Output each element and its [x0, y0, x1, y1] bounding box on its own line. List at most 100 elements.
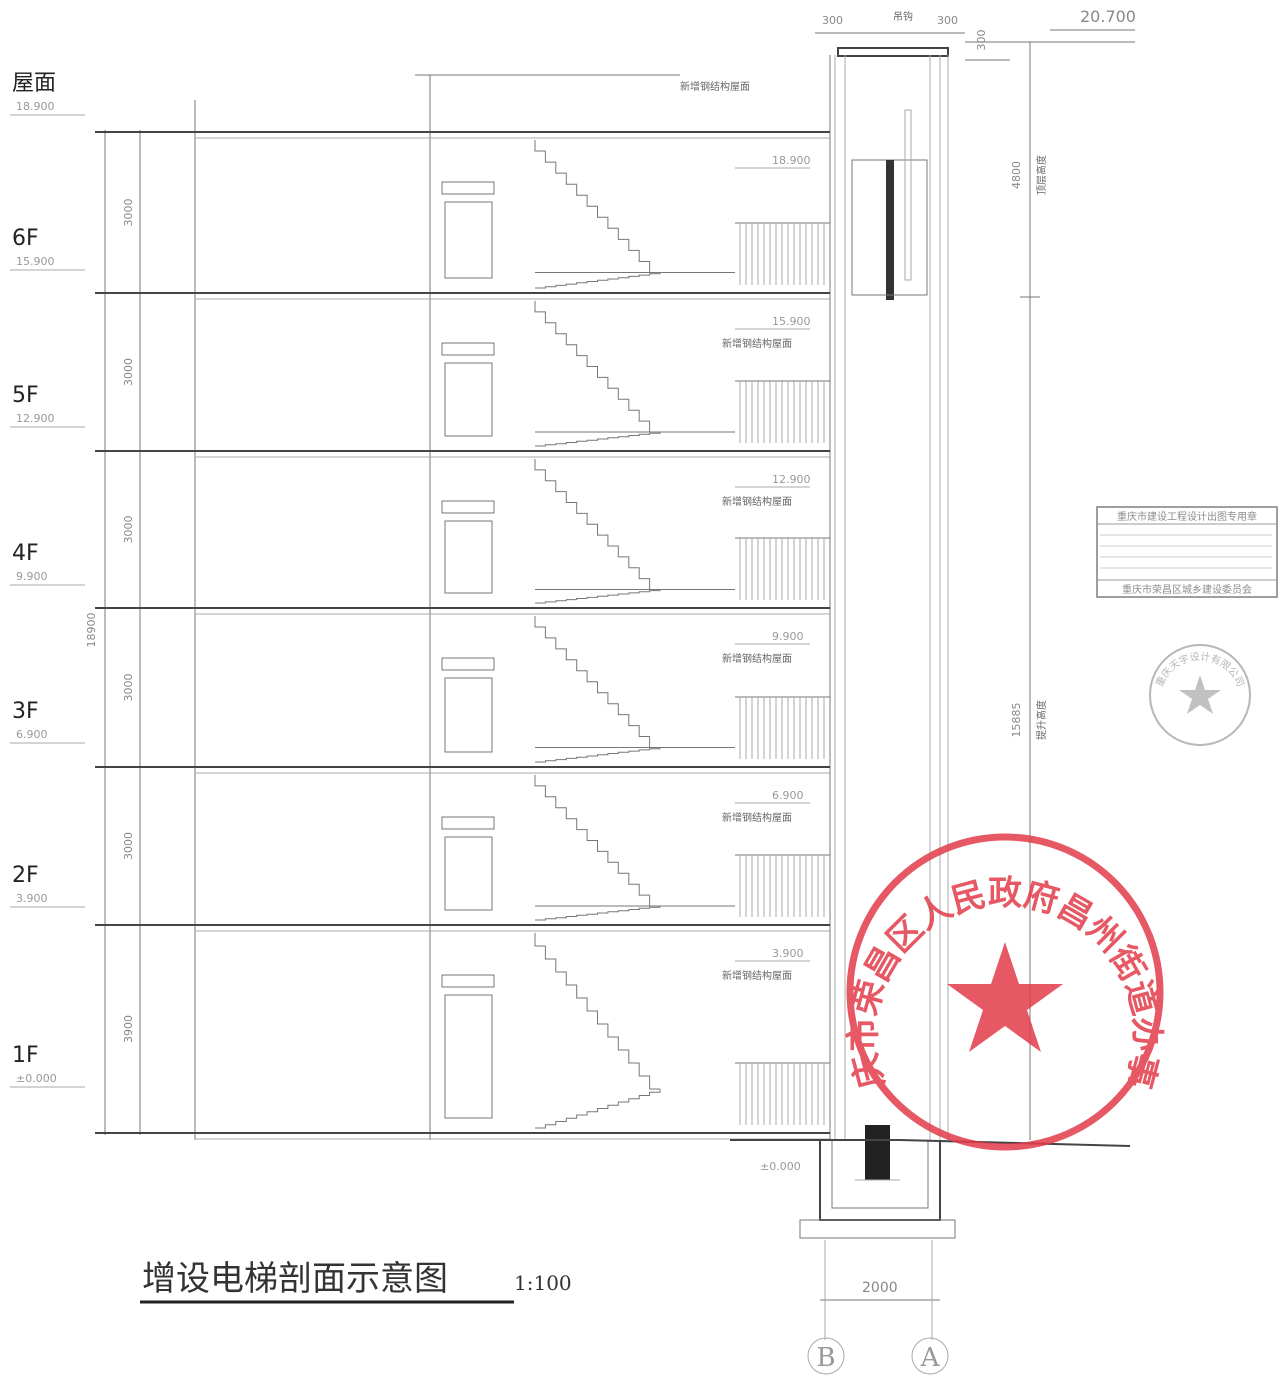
steel-roof-note: 新增钢结构屋面 [722, 337, 792, 350]
door [444, 677, 493, 753]
stair-flight [534, 301, 660, 433]
stamp-text: 重庆市荣昌区人民政府昌州街道办事处 [0, 0, 1166, 1092]
floor-labels: 屋面 18.900 6F 15.900 5F 12.900 4F 9.900 3F 6.900 2F… [10, 71, 85, 1088]
dimension-chain: 18900 3000 3000 3000 3000 3000 3900 [85, 130, 141, 1135]
approval-footer: 重庆市荣昌区城乡建设委员会 [1122, 583, 1252, 596]
door [444, 520, 493, 594]
door [444, 994, 493, 1119]
floor-height-dim: 3000 [122, 199, 135, 227]
floor-slabs [95, 131, 830, 1140]
floor-height-dim: 3900 [122, 1015, 135, 1043]
slab-elevation: 9.900 [772, 630, 804, 643]
slab-elevation: 3.900 [772, 947, 804, 960]
door-transom [441, 181, 495, 195]
floor-label: 6F [12, 226, 39, 251]
door [444, 836, 493, 911]
travel-dim: 15885 [1010, 703, 1023, 738]
bottom-dimensions: 2000 B A [807, 1240, 949, 1375]
steel-roof-note: 新增钢结构屋面 [722, 969, 792, 982]
axis-bubble-a [911, 1337, 949, 1375]
slab-elevation: 6.900 [772, 789, 804, 802]
floor-label: 5F [12, 383, 39, 408]
overrun-dim: 4800 [1010, 161, 1023, 189]
stair-flight [534, 459, 660, 590]
stairs [534, 140, 661, 1129]
floor-label: 4F [12, 541, 39, 566]
approval-box: 重庆市建设工程设计出图专用章 重庆市荣昌区城乡建设委员会 [1096, 506, 1278, 598]
stair-flight [535, 1089, 661, 1129]
top-dim-right: 300 [937, 14, 958, 27]
approval-title: 重庆市建设工程设计出图专用章 [1117, 510, 1257, 523]
slab-elevation: 12.900 [772, 473, 811, 486]
stair-flight [535, 906, 661, 921]
floor-label: 屋面 [12, 71, 56, 96]
steel-roof-note: 新增钢结构屋面 [722, 652, 792, 665]
door-transom [441, 342, 495, 356]
floor-height-dim: 3000 [122, 358, 135, 386]
door-transom [441, 500, 495, 514]
floor-elevation: 3.900 [16, 892, 48, 905]
svg-text:重庆市荣昌区人民政府昌州街道办事处: 重庆市荣昌区人民政府昌州街道办事处 [0, 0, 1166, 1092]
elevator-shaft: ±0.000 [730, 47, 1131, 1239]
slab-elevation: 18.900 [772, 154, 811, 167]
axis-label-a: A [920, 1343, 941, 1373]
door-transom [441, 657, 495, 671]
floor-height-dim: 3000 [122, 674, 135, 702]
stair-flight [535, 747, 661, 763]
top-hook-label: 吊钩 [893, 11, 913, 23]
top-dim-left: 300 [822, 14, 843, 27]
stair-flight [534, 775, 660, 907]
small-seal: 重庆天宇设计有限公司 [1149, 644, 1251, 746]
title-text: 增设电梯剖面示意图 [142, 1259, 448, 1299]
drawing-title: 增设电梯剖面示意图 1:100 [140, 1259, 572, 1304]
axis-bubble-b [807, 1337, 845, 1375]
floor-height-dim: 3000 [122, 832, 135, 860]
floor-label: 3F [12, 699, 39, 724]
floor-elevation: 12.900 [16, 412, 55, 425]
total-height-dim: 18900 [85, 613, 98, 648]
doors [441, 181, 495, 1119]
door-transom [441, 816, 495, 830]
stair-flight [534, 140, 660, 273]
railings [735, 222, 830, 1125]
steel-roof-note: 新增钢结构屋面 [722, 495, 792, 508]
buffer [865, 1125, 890, 1180]
ground-elevation: ±0.000 [760, 1160, 801, 1173]
building-section: 18.900 15.900 新增钢结构屋面 12.900 新增钢结构屋面 9.900 新增钢… [95, 55, 831, 1140]
stair-flight [534, 616, 660, 748]
floor-label: 2F [12, 863, 39, 888]
floor-elevation: 9.900 [16, 570, 48, 583]
pit-foundation [799, 1219, 956, 1239]
stair-flight [535, 432, 661, 447]
floor-elevation: 15.900 [16, 255, 55, 268]
stair-flight [535, 589, 661, 604]
official-stamp: 重庆市荣昌区人民政府昌州街道办事处 [0, 0, 1166, 1151]
stair-flight [534, 933, 660, 1090]
axis-label-b: B [816, 1343, 835, 1373]
floor-label: 1F [12, 1043, 39, 1068]
right-annotations: 18.900 15.900 新增钢结构屋面 12.900 新增钢结构屋面 9.900 新增钢… [680, 80, 811, 982]
steel-roof-note: 新增钢结构屋面 [722, 811, 792, 824]
floor-elevation: ±0.000 [16, 1072, 57, 1085]
top-elevation: 20.700 [1080, 7, 1136, 26]
stair-flight [535, 272, 661, 289]
counterweight [886, 160, 894, 300]
floor-height-dim: 3000 [122, 516, 135, 544]
top-dim-side: 300 [975, 30, 988, 51]
floor-elevation: 18.900 [16, 100, 55, 113]
steel-roof-note: 新增钢结构屋面 [680, 80, 750, 93]
scale-text: 1:100 [514, 1271, 572, 1295]
door [444, 362, 493, 437]
top-dimensions: 300 吊钩 300 300 20.700 [815, 7, 1136, 61]
travel-label: 提升高度 [1035, 700, 1048, 740]
floor-elevation: 6.900 [16, 728, 48, 741]
pit-width-dim: 2000 [862, 1280, 898, 1296]
slab-elevation: 15.900 [772, 315, 811, 328]
shaft-top-beam [837, 47, 949, 57]
shaft-dimensions: 4800 顶层高度 15885 提升高度 [1010, 42, 1048, 1140]
door [444, 201, 493, 279]
door-transom [441, 974, 495, 988]
floor-dims: 3000 3000 3000 3000 3000 3900 [122, 199, 135, 1044]
overrun-label: 顶层高度 [1035, 155, 1048, 195]
